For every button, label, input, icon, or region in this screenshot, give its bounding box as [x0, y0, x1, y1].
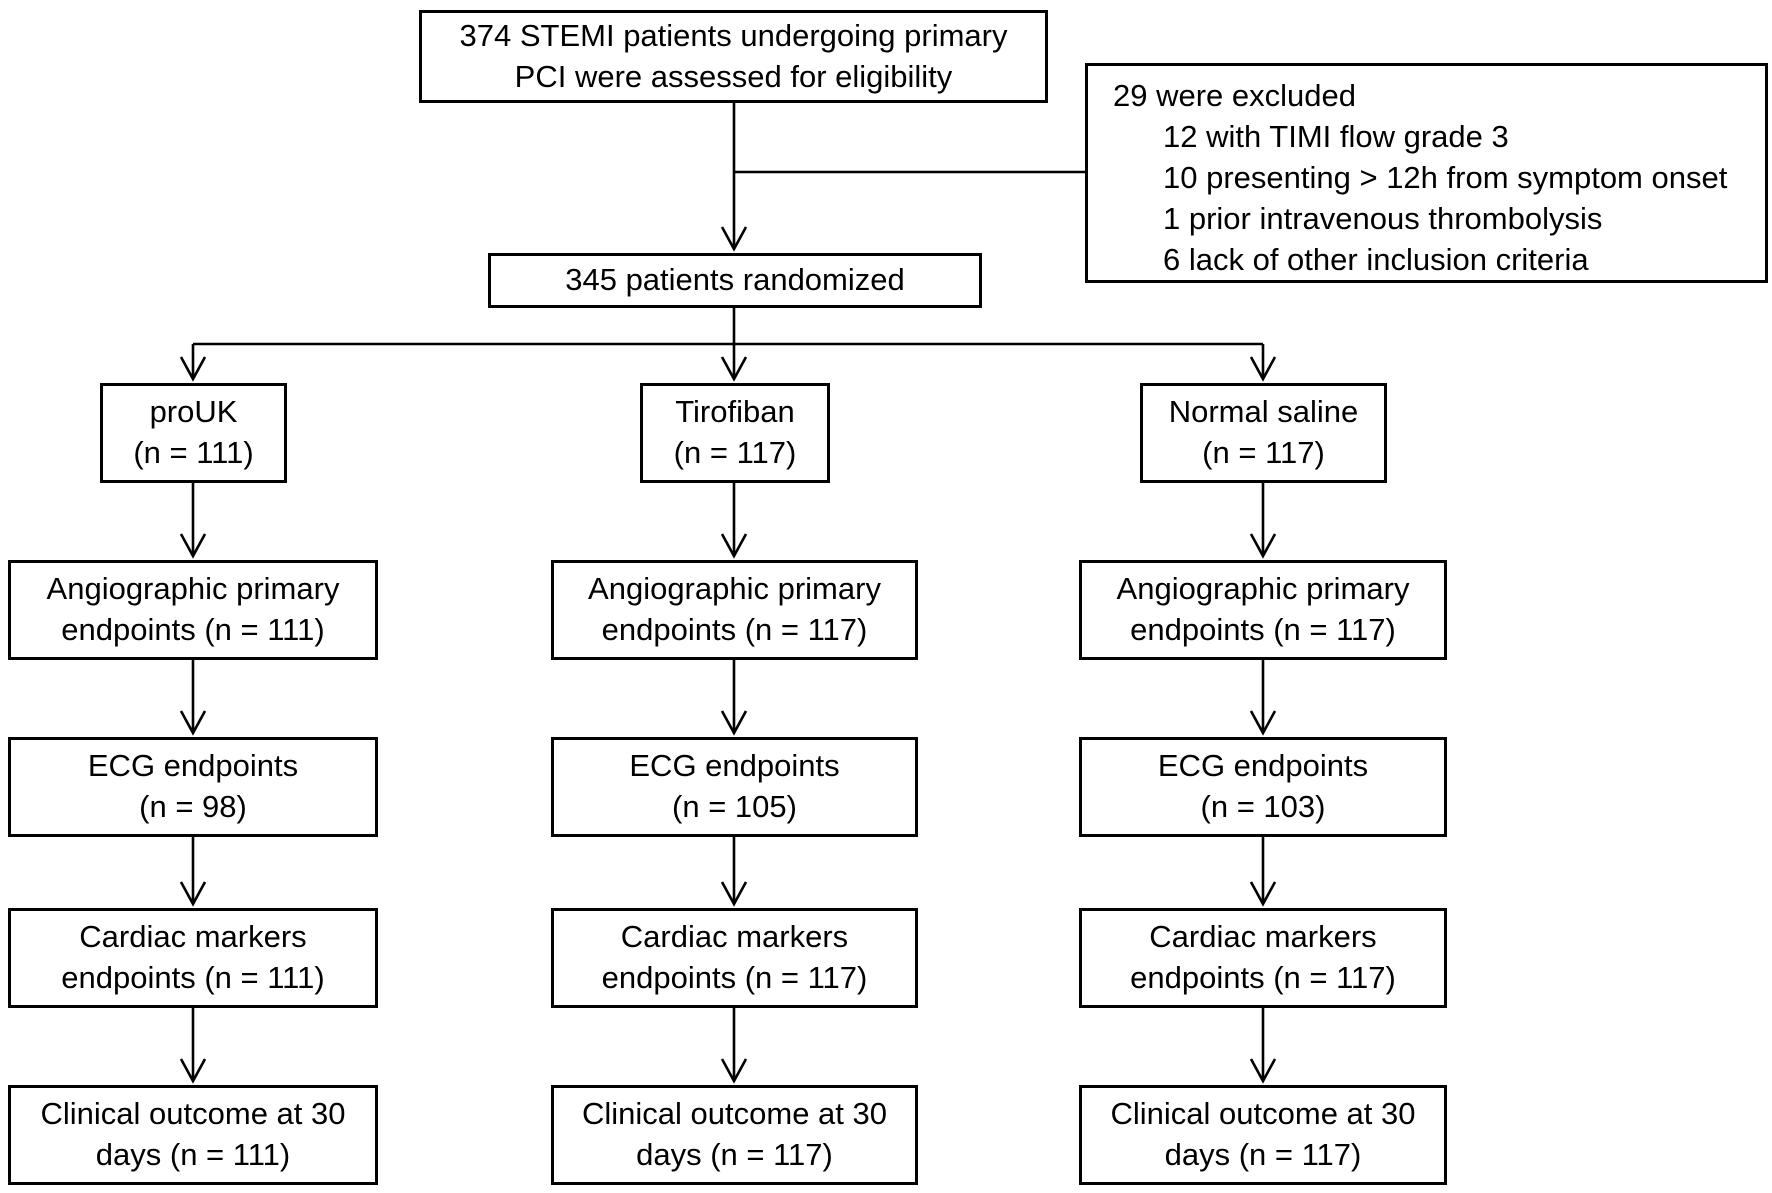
cardiac-box-col3: Cardiac markers endpoints (n = 117) — [1079, 908, 1447, 1008]
cardiac-box-col2: Cardiac markers endpoints (n = 117) — [551, 908, 918, 1008]
excluded-reason: 6 lack of other inclusion criteria — [1163, 241, 1589, 277]
assessed-box: 374 STEMI patients undergoing primary PC… — [419, 10, 1048, 103]
angiographic-box-col2: Angiographic primary endpoints (n = 117) — [551, 560, 918, 660]
excluded-reason: 10 presenting > 12h from symptom onset — [1163, 159, 1728, 195]
excluded-reason: 1 prior intravenous thrombolysis — [1163, 200, 1603, 236]
ecg-box-col1: ECG endpoints (n = 98) — [8, 737, 378, 837]
arm-box-saline: Normal saline (n = 117) — [1140, 383, 1387, 483]
clinical-box-col1: Clinical outcome at 30 days (n = 111) — [8, 1085, 378, 1185]
arm-box-prouk: proUK (n = 111) — [100, 383, 287, 483]
clinical-box-col3: Clinical outcome at 30 days (n = 117) — [1079, 1085, 1447, 1185]
arm-box-tirofiban: Tirofiban (n = 117) — [640, 383, 830, 483]
randomized-box: 345 patients randomized — [488, 253, 982, 308]
clinical-box-col2: Clinical outcome at 30 days (n = 117) — [551, 1085, 918, 1185]
excluded-title: 29 were excluded — [1113, 78, 1356, 113]
angiographic-box-col1: Angiographic primary endpoints (n = 111) — [8, 560, 378, 660]
cardiac-box-col1: Cardiac markers endpoints (n = 111) — [8, 908, 378, 1008]
excluded-box: 29 were excluded 12 with TIMI flow grade… — [1085, 63, 1768, 283]
excluded-reason: 12 with TIMI flow grade 3 — [1163, 118, 1509, 154]
angiographic-box-col3: Angiographic primary endpoints (n = 117) — [1079, 560, 1447, 660]
ecg-box-col2: ECG endpoints (n = 105) — [551, 737, 918, 837]
ecg-box-col3: ECG endpoints (n = 103) — [1079, 737, 1447, 837]
